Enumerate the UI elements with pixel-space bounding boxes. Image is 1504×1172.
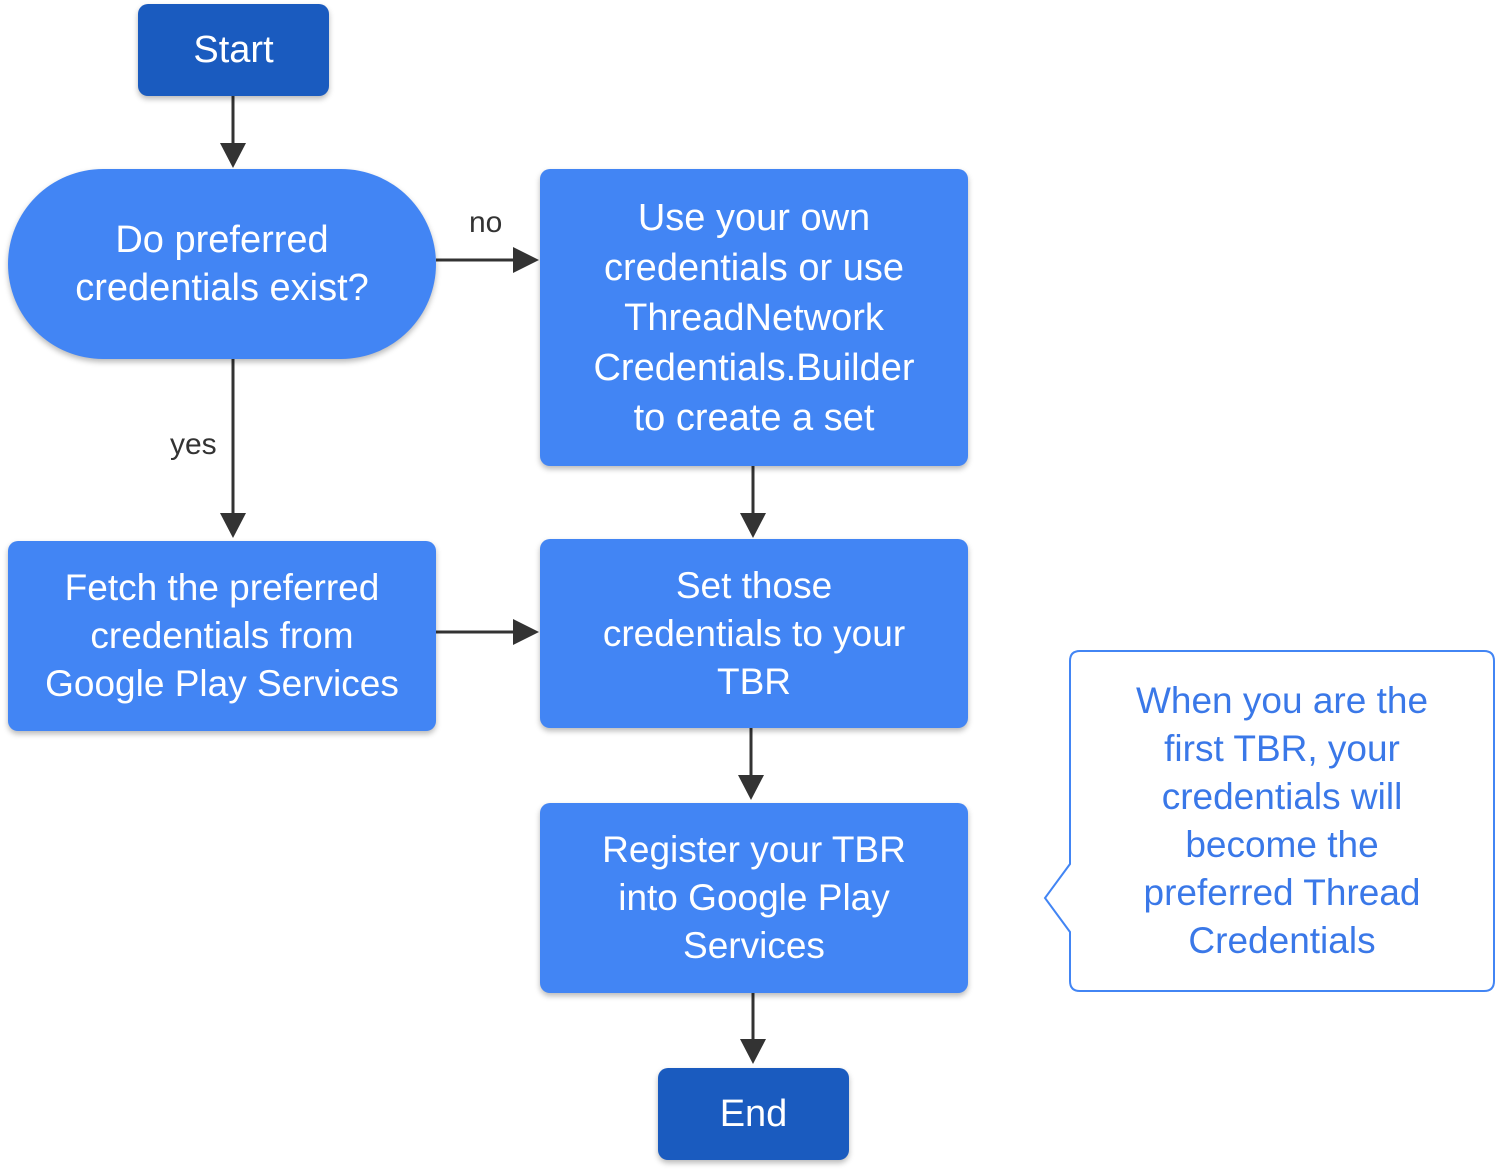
arrow-set-to-register — [738, 728, 764, 800]
end-label: End — [719, 1093, 788, 1135]
arrow-own-credentials-to-set — [740, 466, 766, 538]
set-credentials-node: Set those credentials to your TBR — [540, 539, 968, 728]
arrow-question-to-fetch — [220, 358, 246, 538]
fetch-credentials-label: Fetch the preferred credentials from Goo… — [45, 567, 399, 704]
fetch-credentials-node: Fetch the preferred credentials from Goo… — [8, 541, 436, 731]
arrow-start-to-question — [220, 96, 246, 168]
decision-label: Do preferred credentials exist? — [75, 219, 369, 309]
register-tbr-label: Register your TBR into Google Play Servi… — [602, 829, 906, 966]
start-node: Start — [138, 4, 329, 96]
arrow-register-to-end — [740, 992, 766, 1064]
own-credentials-label: Use your own credentials or use ThreadNe… — [593, 196, 915, 439]
end-node: End — [658, 1068, 849, 1160]
arrow-fetch-to-set — [436, 619, 539, 645]
register-tbr-node: Register your TBR into Google Play Servi… — [540, 803, 968, 993]
decision-node-preferred-credentials: Do preferred credentials exist? — [8, 169, 436, 359]
own-credentials-node: Use your own credentials or use ThreadNe… — [540, 169, 968, 466]
edge-label-no: no — [469, 206, 503, 239]
callout-bubble — [1043, 650, 1495, 992]
edge-label-yes: yes — [170, 428, 217, 461]
set-credentials-label: Set those credentials to your TBR — [602, 564, 906, 702]
start-label: Start — [193, 29, 274, 71]
arrow-question-to-own-credentials — [436, 247, 539, 273]
callout-text: When you are the first TBR, your credent… — [1135, 680, 1429, 961]
